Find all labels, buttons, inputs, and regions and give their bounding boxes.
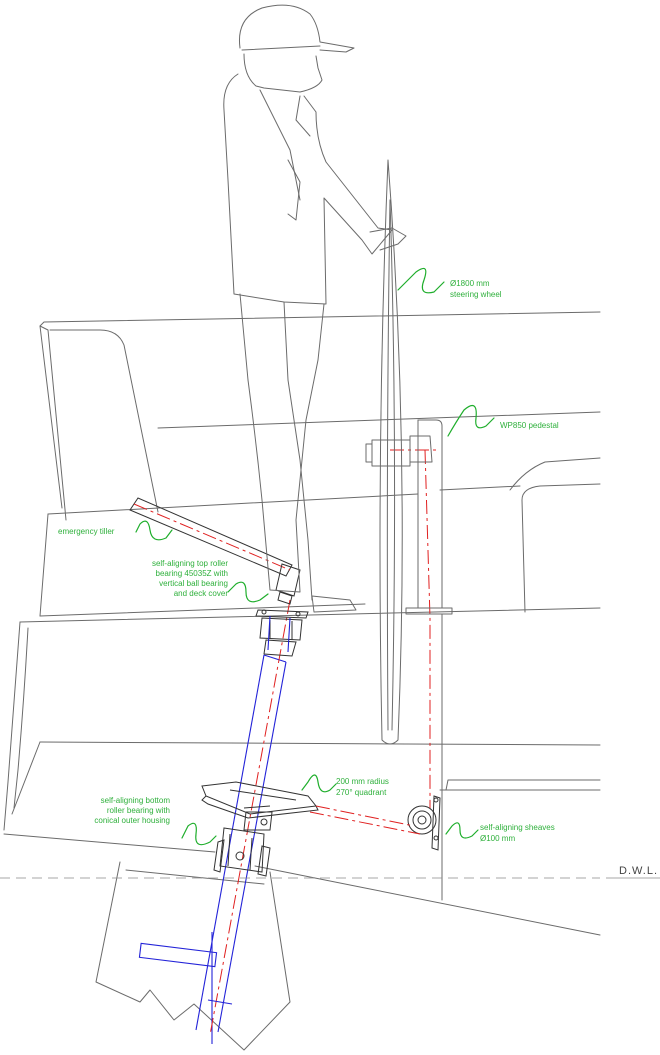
label-sheaves: self-aligning sheaves xyxy=(480,823,555,832)
label-top-bearing-3: vertical ball bearing xyxy=(159,579,228,588)
quadrant xyxy=(201,781,319,831)
label-quadrant-angle: 270° quadrant xyxy=(336,788,387,797)
emergency-tiller xyxy=(129,497,301,605)
cockpit-coaming xyxy=(39,311,601,521)
label-top-bearing-2: bearing 45035Z with xyxy=(156,569,229,578)
label-steering-wheel: steering wheel xyxy=(450,290,502,299)
hull-bottom xyxy=(3,779,601,936)
label-top-bearing-4: and deck cover xyxy=(174,589,229,598)
cockpit-floor xyxy=(3,607,601,831)
top-bearing xyxy=(255,609,309,657)
bottom-bearing xyxy=(213,827,271,877)
rudder-stock xyxy=(195,599,291,1036)
steering-wheel xyxy=(365,159,411,745)
annotation-emergency-tiller: emergency tiller xyxy=(58,520,173,541)
annotation-quadrant: 200 mm radius 270° quadrant xyxy=(301,774,389,797)
label-bottom-bearing-1: self-aligning bottom xyxy=(101,796,171,805)
label-emergency-tiller: emergency tiller xyxy=(58,527,115,536)
person-figure xyxy=(223,4,407,613)
label-pedestal: WP850 pedestal xyxy=(500,421,559,430)
sheaves xyxy=(407,795,441,851)
annotation-steering-wheel: Ø1800 mm steering wheel xyxy=(397,267,502,299)
rudder-blade xyxy=(95,861,291,1051)
annotation-bottom-bearing: self-aligning bottom roller bearing with… xyxy=(94,796,217,846)
label-quadrant-radius: 200 mm radius xyxy=(336,777,389,786)
annotation-sheaves: self-aligning sheaves Ø100 mm xyxy=(445,822,555,843)
cockpit-seat xyxy=(39,411,601,617)
pedestal xyxy=(405,419,453,901)
label-steering-wheel-size: Ø1800 mm xyxy=(450,279,490,288)
steering-cable xyxy=(309,449,438,835)
annotation-top-bearing: self-aligning top roller bearing 45035Z … xyxy=(152,559,269,603)
label-top-bearing-1: self-aligning top roller xyxy=(152,559,228,568)
label-sheaves-size: Ø100 mm xyxy=(480,834,515,843)
label-bottom-bearing-2: roller bearing with xyxy=(107,806,170,815)
waterline-label: D.W.L. xyxy=(619,865,658,877)
label-bottom-bearing-3: conical outer housing xyxy=(94,816,170,825)
annotation-pedestal: WP850 pedestal xyxy=(447,404,559,437)
design-waterline: D.W.L. xyxy=(0,865,660,879)
